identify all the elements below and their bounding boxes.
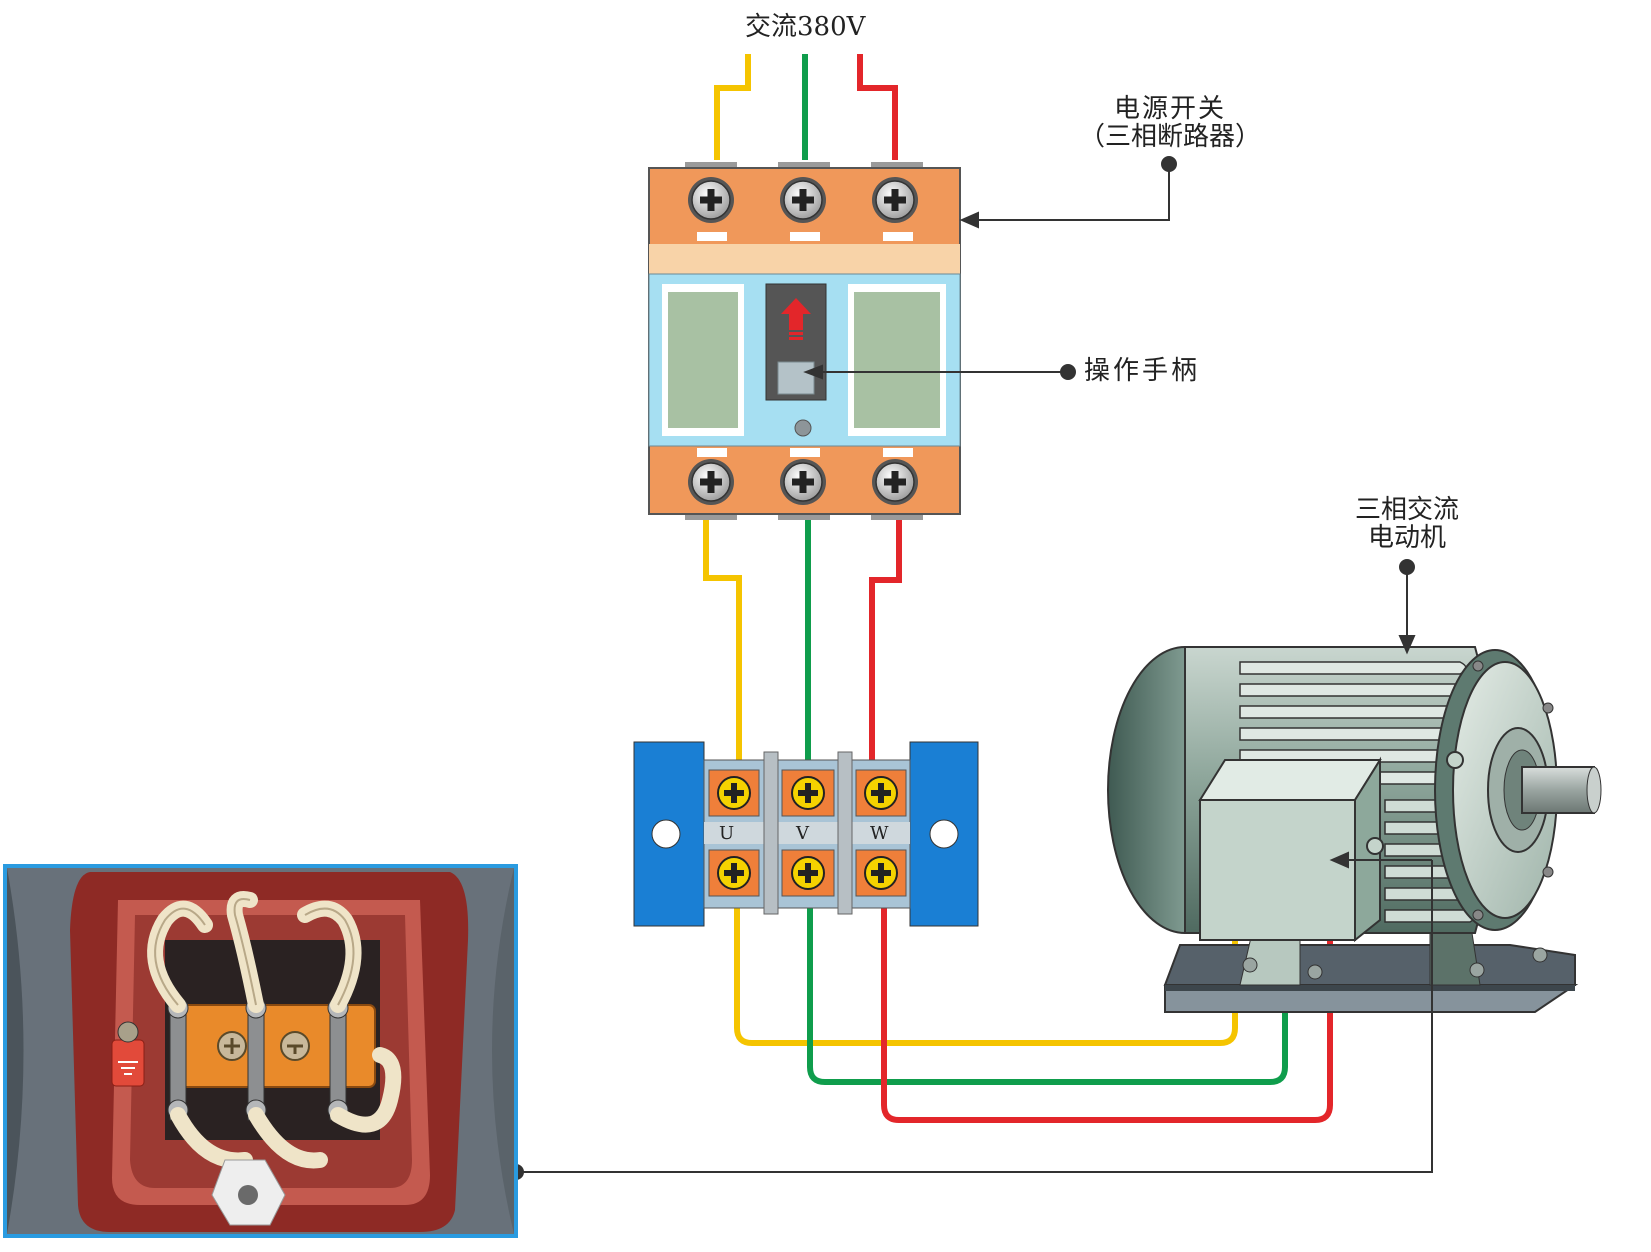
- screw-icon: [864, 856, 898, 890]
- screw-icon: [872, 177, 918, 223]
- motor-label-line2: 电动机: [1367, 523, 1446, 553]
- breaker-label-line2: （三相断路器）: [1078, 122, 1261, 152]
- supply-voltage-label: 交流380V: [745, 12, 866, 42]
- motor-leader: [1398, 559, 1416, 655]
- operating-handle: [777, 361, 815, 395]
- wire-w-mid: [869, 516, 902, 762]
- cooling-fin: [1239, 727, 1467, 741]
- cooling-fin: [1239, 683, 1467, 697]
- screw-icon: [791, 856, 825, 890]
- terminal-label-v: V: [796, 823, 809, 844]
- handle-label: 操作手柄: [1084, 356, 1201, 386]
- cooling-fin: [1239, 661, 1467, 675]
- block-to-motor-wires: [734, 905, 1333, 1123]
- terminal-box-photo: [3, 864, 518, 1238]
- screw-icon: [688, 177, 734, 223]
- circuit-breaker: [648, 162, 961, 520]
- three-phase-motor: [1107, 646, 1602, 1013]
- wire-u-mid: [703, 516, 742, 762]
- terminal-label-u: U: [719, 823, 735, 844]
- screw-icon: [780, 177, 826, 223]
- wire-u-motor: [734, 905, 1238, 1046]
- terminal-label-w: W: [870, 823, 889, 844]
- junction-box: [1199, 799, 1356, 941]
- cooling-fin: [1384, 909, 1476, 923]
- wire-w-motor: [881, 905, 1333, 1123]
- screw-icon: [864, 776, 898, 810]
- arrow-up-icon: [781, 298, 811, 330]
- screw-icon: [688, 459, 734, 505]
- breaker-leader: [959, 156, 1177, 229]
- wire-u-supply: [714, 54, 751, 160]
- screw-icon: [717, 856, 751, 890]
- terminal-block: [633, 741, 979, 927]
- breaker-to-block-wires: [703, 516, 902, 762]
- breaker-label-line1: 电源开关: [1113, 94, 1226, 124]
- wire-w-supply: [857, 54, 898, 160]
- wire-v-motor: [807, 905, 1288, 1085]
- cooling-fin: [1239, 705, 1467, 719]
- supply-wires: [714, 54, 898, 160]
- screw-icon: [872, 459, 918, 505]
- screw-icon: [780, 459, 826, 505]
- screw-icon: [791, 776, 825, 810]
- motor-label-line1: 三相交流: [1354, 495, 1459, 525]
- screw-icon: [717, 776, 751, 810]
- handle-leader: [803, 364, 1076, 380]
